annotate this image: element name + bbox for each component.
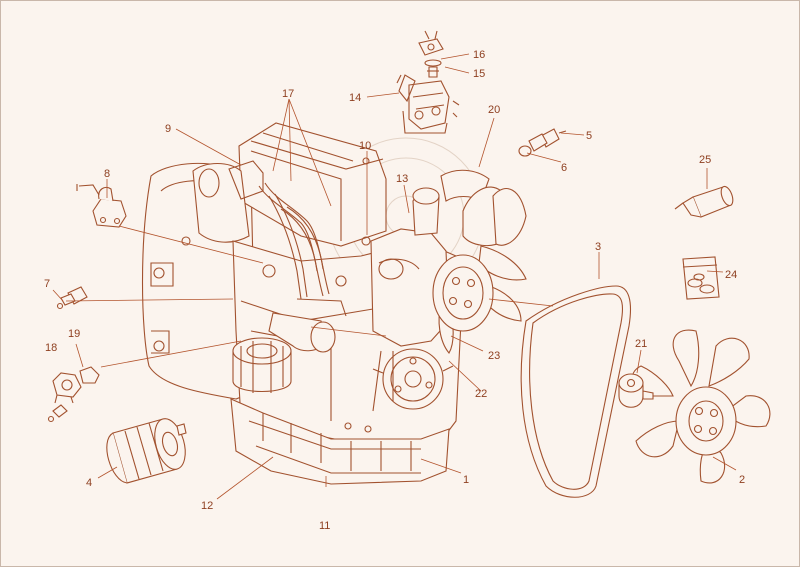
callout-21: 21 bbox=[635, 338, 647, 350]
mounted-oil-filter bbox=[232, 337, 292, 393]
callout-4: 4 bbox=[86, 477, 92, 489]
fuel-injection-pipes bbox=[258, 182, 330, 300]
callout-12: 12 bbox=[201, 500, 213, 512]
callout-15: 15 bbox=[473, 68, 485, 80]
sealant-tube-part bbox=[674, 185, 734, 218]
callout-3: 3 bbox=[595, 241, 601, 253]
spare-fan-part bbox=[631, 329, 771, 484]
engine-block bbox=[141, 122, 490, 485]
solenoid-part bbox=[76, 184, 127, 228]
callout-8: 8 bbox=[104, 168, 110, 180]
callout-23: 23 bbox=[488, 350, 500, 362]
engine-fan-assembly bbox=[432, 186, 527, 354]
pressure-switch-part bbox=[56, 286, 88, 310]
callout-24: 24 bbox=[725, 269, 737, 281]
callout-19: 19 bbox=[68, 328, 80, 340]
callout-5: 5 bbox=[586, 130, 592, 142]
callout-14: 14 bbox=[349, 92, 361, 104]
callout-2: 2 bbox=[739, 474, 745, 486]
injection-pump-parts bbox=[396, 30, 460, 134]
callout-20: 20 bbox=[488, 104, 500, 116]
callout-16: 16 bbox=[473, 49, 485, 61]
v-belt-part bbox=[520, 285, 632, 498]
callout-25: 25 bbox=[699, 154, 711, 166]
callouts: 1 2 3 4 5 6 7 8 9 10 11 12 13 14 15 16 1… bbox=[44, 49, 745, 532]
washer-part bbox=[518, 145, 532, 157]
callout-17: 17 bbox=[282, 88, 294, 100]
callout-18: 18 bbox=[45, 342, 57, 354]
fan-spacer-part bbox=[618, 373, 654, 408]
callout-13: 13 bbox=[396, 173, 408, 185]
sender-unit-part bbox=[528, 128, 567, 152]
crankshaft-pulley bbox=[372, 348, 454, 410]
callout-22: 22 bbox=[475, 388, 487, 400]
o-ring-kit-part bbox=[682, 256, 720, 300]
gasket-part bbox=[79, 366, 100, 384]
callout-9: 9 bbox=[165, 123, 171, 135]
sensor-part bbox=[47, 372, 82, 423]
callout-11: 11 bbox=[319, 520, 330, 532]
callout-10: 10 bbox=[359, 140, 371, 152]
callout-1: 1 bbox=[463, 474, 469, 486]
callout-7: 7 bbox=[44, 278, 50, 290]
callout-6: 6 bbox=[561, 162, 567, 174]
oil-filter-part bbox=[106, 418, 187, 484]
